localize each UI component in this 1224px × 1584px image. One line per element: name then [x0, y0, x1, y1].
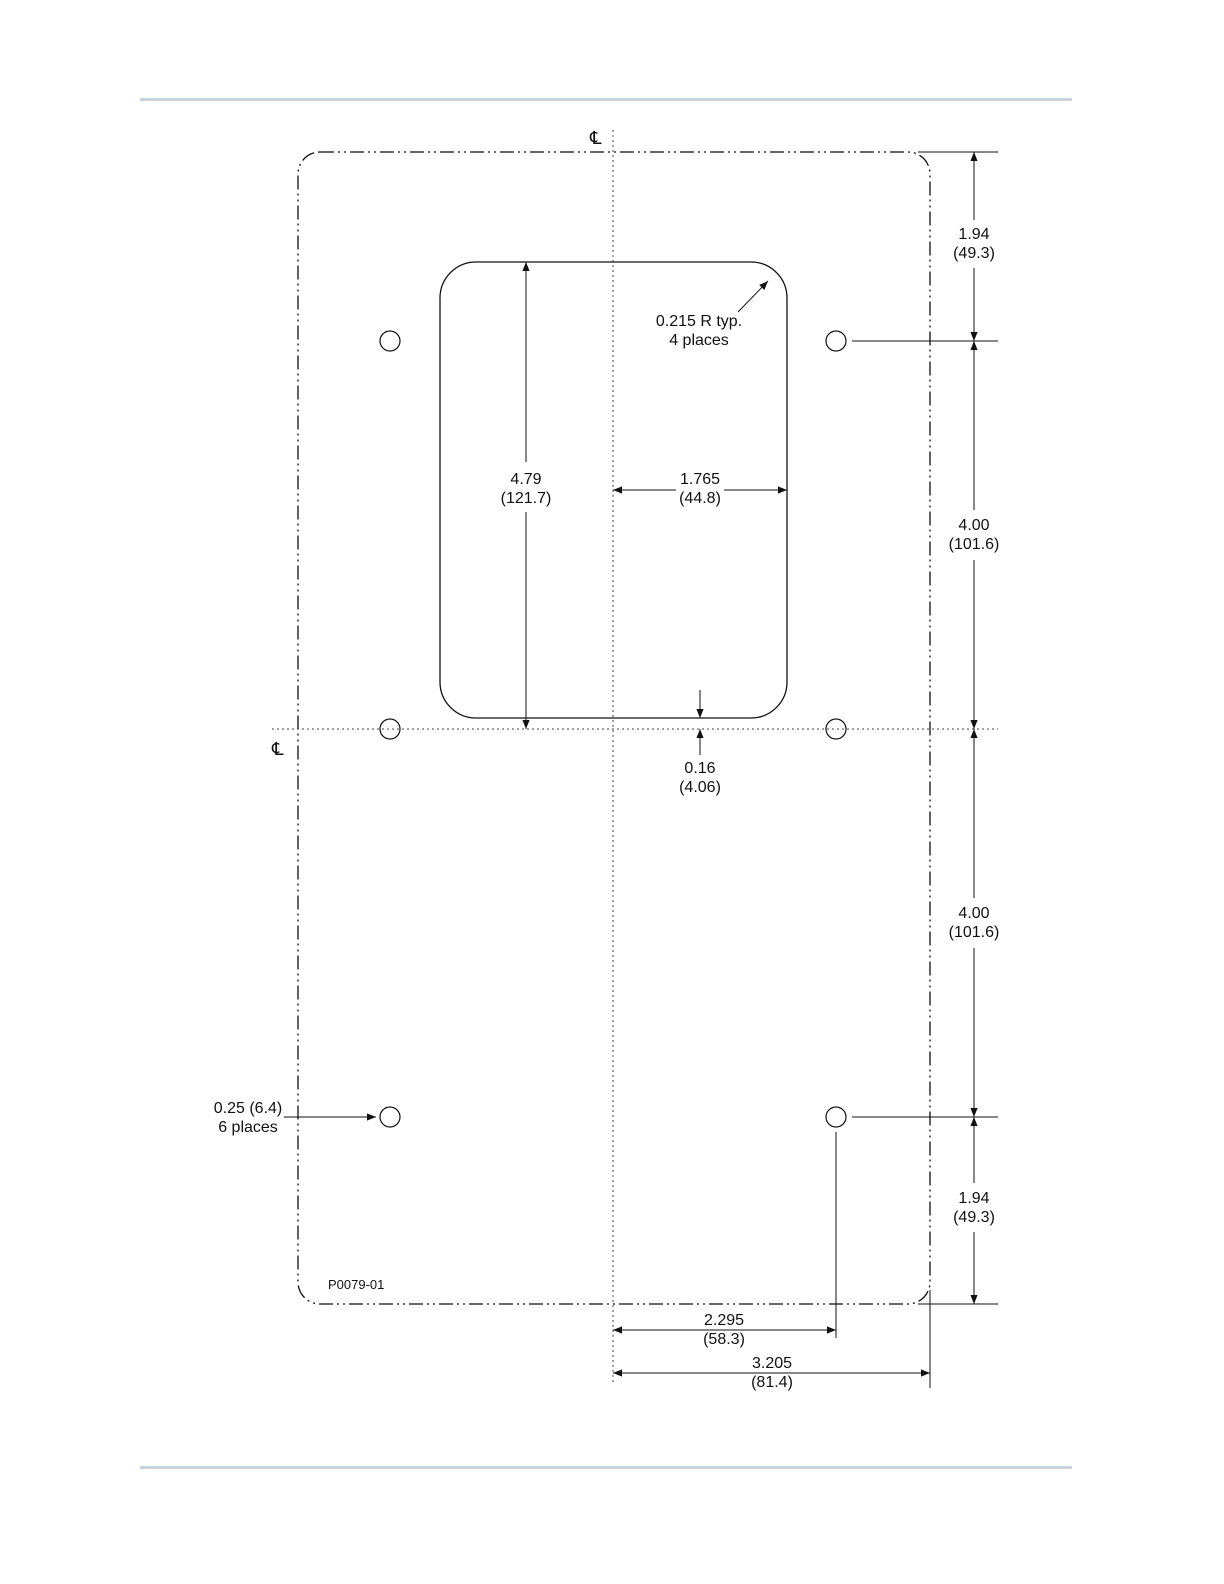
- mounting-hole: [380, 1107, 400, 1127]
- dim-panel-half-width-value: 3.205: [752, 1355, 792, 1372]
- dim-hole-to-center-metric: (101.6): [949, 536, 1000, 553]
- dim-hole-to-bottom-metric: (49.3): [953, 1209, 995, 1226]
- dim-cutout-height-metric: (121.7): [501, 490, 552, 507]
- dim-top-to-hole-metric: (49.3): [953, 245, 995, 262]
- dim-center-to-hole-metric: (101.6): [949, 924, 1000, 941]
- dim-cutout-offset-metric: (4.06): [679, 779, 721, 796]
- callout-holes-line1: 0.25 (6.4): [214, 1100, 282, 1117]
- dim-cutout-height-value: 4.79: [510, 471, 541, 488]
- centerline-symbol-left: ℄: [271, 739, 284, 760]
- mounting-hole: [826, 331, 846, 351]
- dim-center-to-hole-value: 4.00: [958, 905, 989, 922]
- callout-holes-line2: 6 places: [218, 1119, 278, 1136]
- callout-corner-radius-line1: 0.215 R typ.: [656, 313, 742, 330]
- dim-hole-offset-x-metric: (58.3): [703, 1331, 745, 1348]
- centerline-symbol-top: ℄: [589, 128, 602, 149]
- callout-corner-radius-line2: 4 places: [669, 332, 729, 349]
- dim-top-to-hole-value: 1.94: [958, 226, 989, 243]
- leader-corner-radius: [738, 281, 768, 312]
- mounting-hole: [380, 331, 400, 351]
- dim-cutout-half-width-metric: (44.8): [679, 490, 721, 507]
- panel-outline: [298, 152, 930, 1304]
- dim-panel-half-width-metric: (81.4): [751, 1374, 793, 1391]
- dim-hole-to-center-value: 4.00: [958, 517, 989, 534]
- mounting-hole: [826, 1107, 846, 1127]
- dim-cutout-half-width-value: 1.765: [680, 471, 720, 488]
- drawing-id: P0079-01: [328, 1277, 384, 1292]
- dim-hole-offset-x-value: 2.295: [704, 1312, 744, 1329]
- dim-hole-to-bottom-value: 1.94: [958, 1190, 989, 1207]
- dim-cutout-offset-value: 0.16: [684, 760, 715, 777]
